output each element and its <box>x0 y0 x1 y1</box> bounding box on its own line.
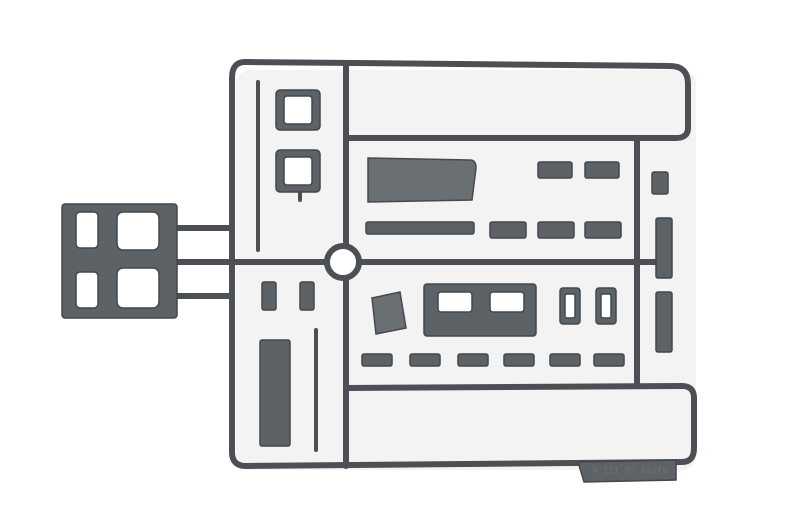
bracket-row-parts <box>361 353 625 367</box>
small-tab-parts <box>537 161 669 195</box>
square-frame-parts <box>559 287 617 325</box>
cab-frame-part <box>61 203 178 319</box>
grille-part <box>423 283 537 337</box>
small-plate-part <box>371 291 407 335</box>
sprue-label-tab: 01735 S6 III 6 <box>576 459 677 483</box>
sprue-shadow <box>236 70 696 470</box>
window-frame-parts <box>275 89 321 193</box>
sprue-stamp-text: 01735 S6 III 6 <box>592 464 668 474</box>
large-panel-part <box>367 157 477 203</box>
lower-left-parts <box>259 281 315 447</box>
strip-parts <box>365 221 622 239</box>
sprue-frame <box>175 59 697 469</box>
side-rail-parts <box>655 217 673 353</box>
sprue-hub <box>324 243 362 281</box>
